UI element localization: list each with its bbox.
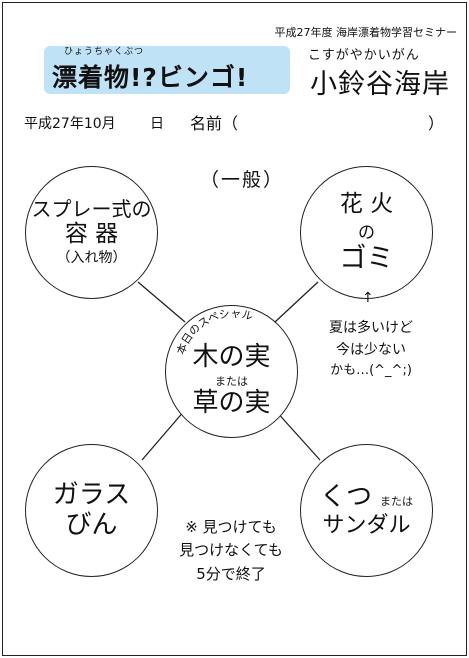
cell-text: くつ [319,481,372,512]
note-line: 5分で終了 [196,564,266,583]
location-name: 小鈴谷海岸 [310,69,450,100]
time-limit-note: ※ 見つけても 見つけなくても 5分で終了 [168,516,294,586]
cell-note: （入れ物） [56,250,127,267]
cell-text: 草の実 [192,387,271,418]
location-ruby: こすがやかいがん [308,48,420,63]
connector-bottom-left [141,409,186,461]
cell-text: の [358,222,375,243]
name-field-label[interactable]: 名前（ [190,114,239,133]
date-label: 平成27年10月 [24,116,116,132]
special-label: 本日のスペシャル [173,307,254,356]
note-line: 今は少ない [336,341,406,358]
note-line: 見つけなくても [179,541,283,560]
cell-text: びん [65,509,118,540]
cell-text: ガラス [52,479,131,510]
bingo-cell-shoes-sandals[interactable]: くつ または サンダル [300,444,433,577]
bingo-cell-fireworks-trash[interactable]: 花 火 の ゴミ [300,166,433,299]
cell-text: 木の実 [192,341,271,372]
cell-text: 花 火 [339,191,394,218]
page-title: 漂着物!?ビンゴ! [52,63,249,92]
bingo-cell-glass-bottle[interactable]: ガラス びん [25,444,158,577]
cell-or: または [215,374,248,388]
title-ruby: ひょうちゃくぶつ [64,47,145,57]
cell-text: スプレー式の [31,196,152,221]
note-line: かも…(^_^;) [330,363,412,379]
title-banner [44,46,290,94]
bingo-cell-special-nuts[interactable]: 本日のスペシャル 木の実 または 草の実 [165,305,298,438]
cell-text: ゴミ [339,242,394,274]
day-label: 日 [150,116,164,132]
fireworks-note: 夏は多いけど 今は少ない かも…(^_^;) [316,318,426,382]
cell-or: または [380,494,413,508]
note-line: 夏は多いけど [329,320,413,336]
cell-text: サンダル [322,512,411,538]
category-label: （一般） [200,169,285,191]
cell-text: 容 器 [64,220,119,247]
name-field-close: ） [428,114,445,133]
note-line: ※ 見つけても [185,518,277,536]
bingo-cell-spray-container[interactable]: スプレー式の 容 器 （入れ物） [25,166,158,299]
arrow-up-icon: ↑ [362,290,374,306]
connector-top-right [274,281,319,323]
connector-top-left [137,281,186,323]
special-arc: 本日のスペシャル [173,307,254,356]
connector-bottom-right [274,409,321,461]
event-title: 平成27年度 海岸漂着物学習セミナー [274,26,458,39]
